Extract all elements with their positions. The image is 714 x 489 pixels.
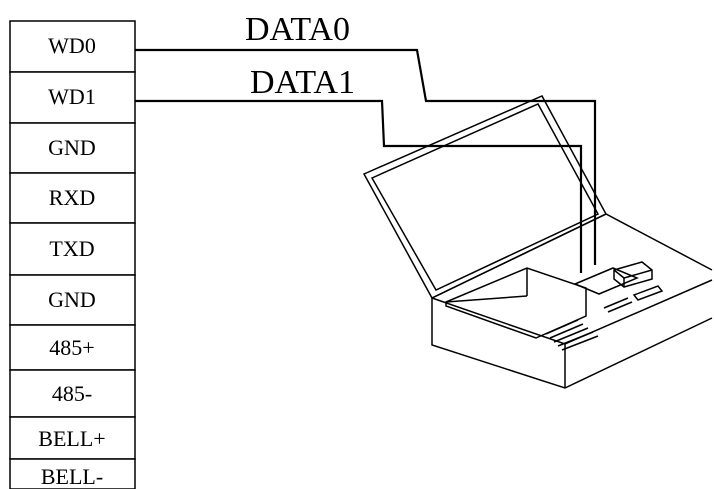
open-reader-box-icon [362, 95, 713, 389]
pin-label: WD0 [48, 33, 96, 58]
wire-data1: DATA1 [135, 64, 583, 273]
pin-label: TXD [49, 236, 94, 261]
pin-cell-485-minus: 485- [9, 369, 136, 418]
pin-cell-rxd: RXD [9, 172, 136, 224]
pin-cell-txd: TXD [9, 222, 136, 276]
pin-label: RXD [49, 185, 95, 210]
pin-cell-gnd: GND [9, 122, 136, 174]
pin-cell-wd1: WD1 [9, 71, 136, 124]
pin-label: 485- [52, 381, 92, 406]
pin-label: BELL+ [38, 426, 105, 451]
pin-cell-bell-plus: BELL+ [9, 416, 136, 460]
pin-cell-wd0: WD0 [9, 20, 136, 73]
pin-label: GND [48, 135, 96, 160]
pin-label: 485+ [49, 335, 94, 360]
terminal-block: WD0 WD1 GND RXD TXD GND 485+ 485- [9, 20, 136, 489]
pin-cell-bell-minus: BELL- [9, 458, 136, 489]
pin-label: GND [48, 287, 96, 312]
wire-label: DATA0 [245, 11, 350, 48]
pin-label: WD1 [48, 84, 96, 109]
pin-cell-gnd-2: GND [9, 274, 136, 326]
wire-label: DATA1 [250, 64, 355, 101]
wire-data0: DATA0 [135, 11, 597, 265]
pin-cell-485-plus: 485+ [9, 324, 136, 371]
pin-label: BELL- [41, 464, 103, 489]
